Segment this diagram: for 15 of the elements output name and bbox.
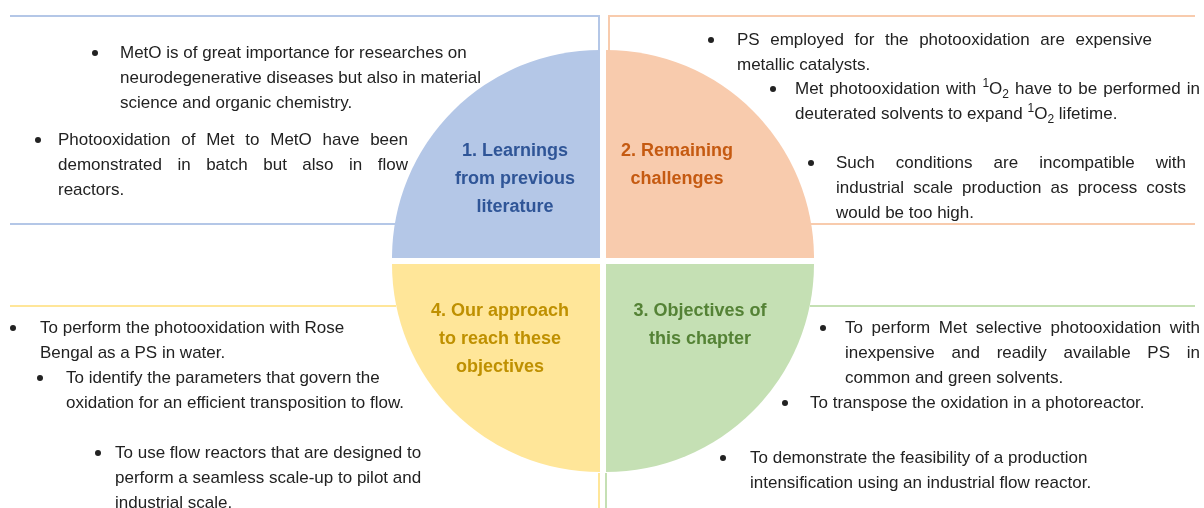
- quadrant-title: 2. Remaining challenges: [620, 139, 734, 190]
- bullet-text: Photooxidation of Met to MetO have been demonstrated in batch but also in flow reactors.: [58, 129, 408, 201]
- bullet-text: To perform the photooxidation with Rose Bengal as a PS in water.: [40, 317, 346, 364]
- quadrant-title: 4. Our approach to reach these objectives: [429, 299, 570, 378]
- bullet-text: To transpose the oxidation in a photoreactor.: [810, 392, 1145, 414]
- bullet-text: To demonstrate the feasibility of a production intensification using an industrial flow reactor.: [750, 447, 1093, 494]
- bullet-text: Met photooxidation with $^{1}$O$_{2}$ have to be performed in deuterated solvents to expand $^{1}$O$_{2}$ lifetime.: [795, 76, 1200, 126]
- bullet-text: MetO is of great importance for researches on neurodegenerative diseases but also in material science and organic chemistry.: [120, 42, 482, 114]
- bullet-text: To use flow reactors that are designed to perform a seamless scale-up to pilot and industrial scale.: [115, 442, 423, 508]
- bullet-text: To perform Met selective photooxidation with inexpensive and readily available PS in common and green solvents.: [845, 317, 1200, 389]
- bullet-text: PS employed for the photooxidation are expensive metallic catalysts.: [737, 29, 1152, 76]
- bullet-text: Such conditions are incompatible with industrial scale production as process costs would be too high.: [836, 152, 1186, 224]
- quadrant-title: 3. Objectives of this chapter: [632, 299, 768, 350]
- bullet-text: To identify the parameters that govern the oxidation for an efficient transposition to flow.: [66, 367, 405, 414]
- quadrant-title: 1. Learnings from previous literature: [454, 139, 576, 218]
